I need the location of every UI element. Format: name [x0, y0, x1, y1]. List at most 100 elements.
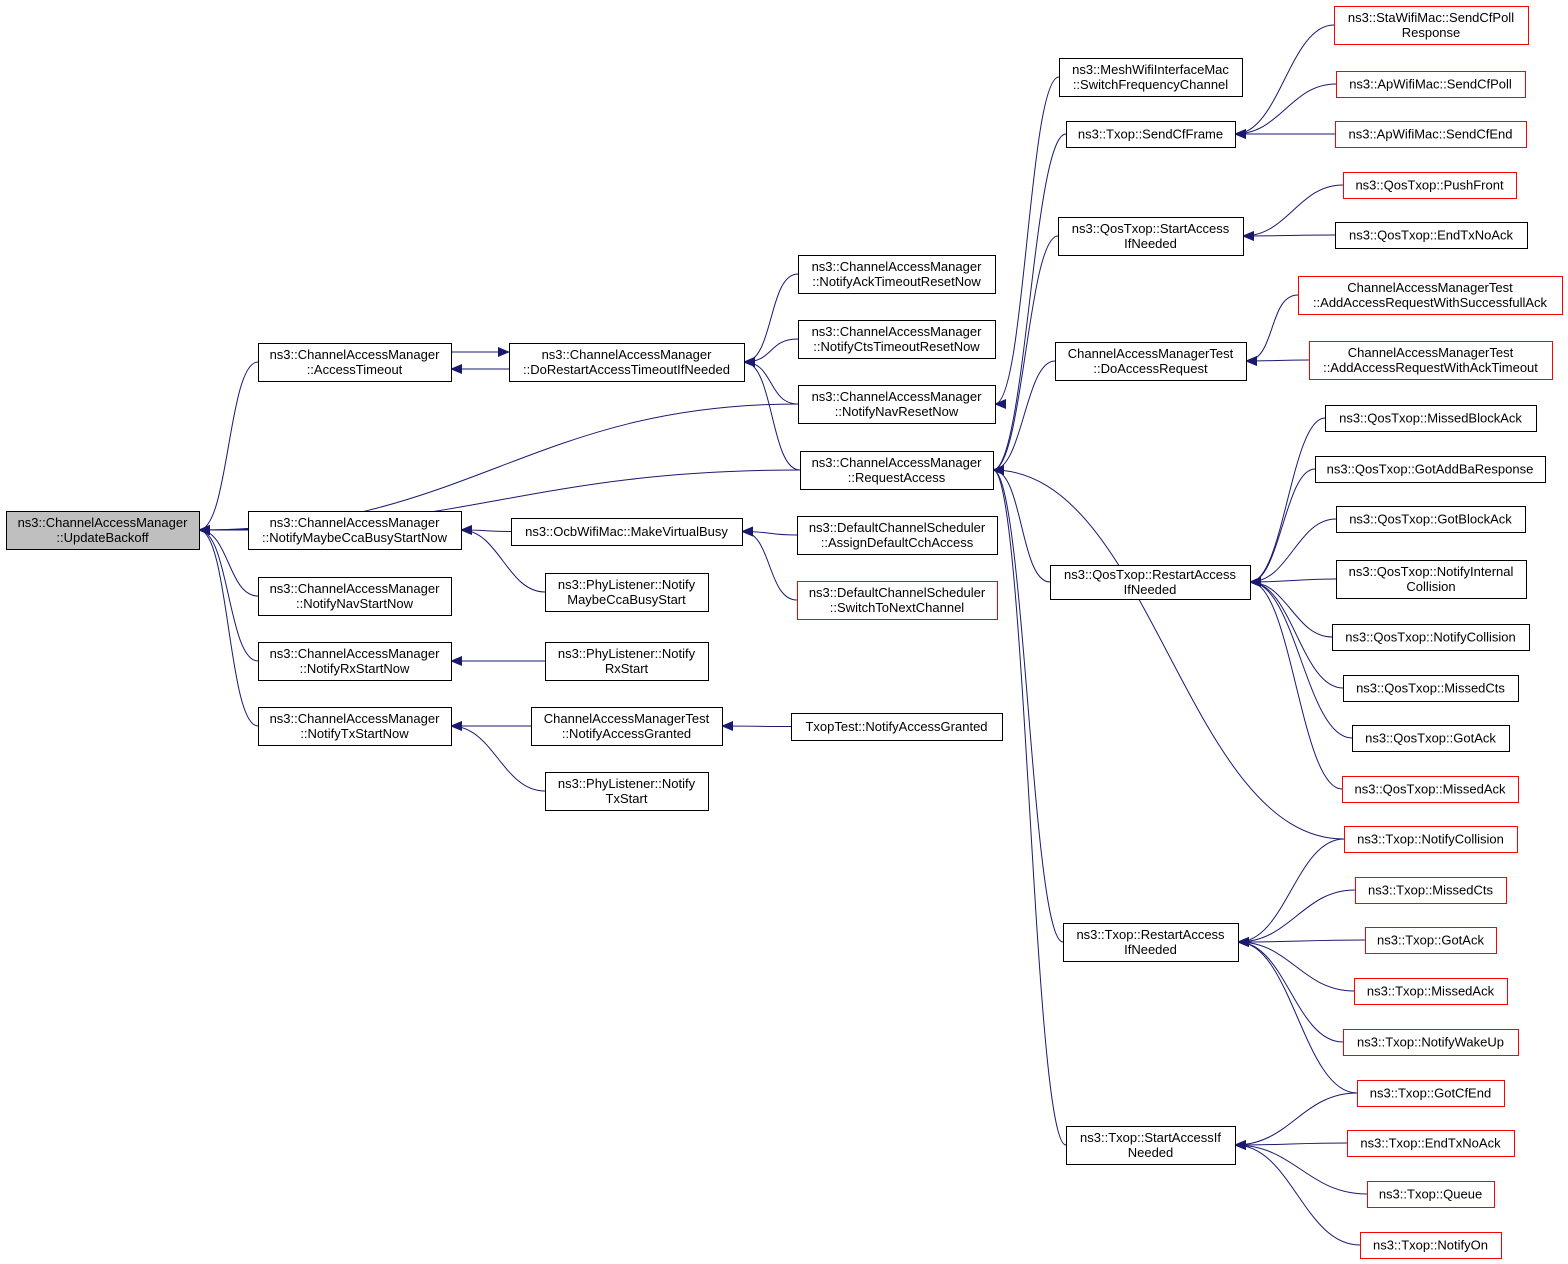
node-box: [6, 511, 200, 550]
node-label: ::DoAccessRequest: [1093, 361, 1208, 376]
node-ack-reset[interactable]: ns3::ChannelAccessManager::NotifyAckTime…: [798, 255, 996, 294]
node-camt-ack-timeout[interactable]: ChannelAccessManagerTest::AddAccessReque…: [1309, 341, 1553, 380]
node-label: ::NotifyTxStartNow: [300, 726, 409, 741]
node-label: IfNeeded: [1124, 236, 1177, 251]
node-label: RxStart: [605, 661, 649, 676]
node-request-access[interactable]: ns3::ChannelAccessManager::RequestAccess: [800, 451, 994, 490]
node-box: [798, 385, 996, 424]
node-phy-tx[interactable]: ns3::PhyListener::NotifyTxStart: [545, 772, 709, 811]
node-box: [1059, 58, 1243, 97]
node-label: ::NotifyMaybeCcaBusyStartNow: [262, 530, 448, 545]
node-label: ns3::Txop::StartAccessIf: [1080, 1130, 1221, 1145]
node-box: [1332, 624, 1530, 651]
nodes-layer: ns3::ChannelAccessManager::UpdateBackoff…: [6, 6, 1563, 1259]
node-txop-test-granted[interactable]: TxopTest::NotifyAccessGranted: [791, 713, 1003, 741]
node-ap-send-cf-poll[interactable]: ns3::ApWifiMac::SendCfPoll: [1336, 71, 1526, 98]
node-qos-push-front[interactable]: ns3::QosTxop::PushFront: [1343, 172, 1517, 199]
node-txop-end-tx-no-ack[interactable]: ns3::Txop::EndTxNoAck: [1347, 1130, 1515, 1157]
node-box: [258, 343, 452, 382]
node-txop-missed-cts[interactable]: ns3::Txop::MissedCts: [1355, 877, 1507, 904]
node-tx-start[interactable]: ns3::ChannelAccessManager::NotifyTxStart…: [258, 707, 452, 746]
node-label: ns3::DefaultChannelScheduler: [809, 520, 986, 535]
edge-qos-got-add-ba-to-qos-restart: [1249, 468, 1316, 587]
node-send-cf-frame[interactable]: ns3::Txop::SendCfFrame: [1066, 121, 1236, 148]
node-ocb-busy[interactable]: ns3::OcbWifiMac::MakeVirtualBusy: [511, 518, 743, 546]
node-label: Collision: [1406, 579, 1455, 594]
node-nav-start[interactable]: ns3::ChannelAccessManager::NotifyNavStar…: [258, 577, 452, 616]
node-qos-missed-ack[interactable]: ns3::QosTxop::MissedAck: [1342, 776, 1519, 803]
node-phy-rx[interactable]: ns3::PhyListener::NotifyRxStart: [545, 642, 709, 681]
node-label: ChannelAccessManagerTest: [544, 711, 710, 726]
node-txop-missed-ack[interactable]: ns3::Txop::MissedAck: [1354, 978, 1508, 1005]
node-assign-cch[interactable]: ns3::DefaultChannelScheduler::AssignDefa…: [797, 516, 998, 555]
node-txop-notify-on[interactable]: ns3::Txop::NotifyOn: [1360, 1232, 1502, 1259]
node-root[interactable]: ns3::ChannelAccessManager::UpdateBackoff: [6, 511, 200, 550]
node-label: ChannelAccessManagerTest: [1347, 280, 1513, 295]
node-access-timeout[interactable]: ns3::ChannelAccessManager::AccessTimeout: [258, 343, 452, 382]
edge-ap-send-cf-poll-to-send-cf-frame: [1234, 83, 1337, 139]
node-qos-got-block-ack[interactable]: ns3::QosTxop::GotBlockAck: [1336, 506, 1526, 533]
node-box: [1344, 826, 1518, 853]
node-box: [798, 255, 996, 294]
edge-ack-reset-to-do-restart: [743, 273, 799, 367]
node-camt-success[interactable]: ChannelAccessManagerTest::AddAccessReque…: [1298, 276, 1563, 315]
node-nav-reset[interactable]: ns3::ChannelAccessManager::NotifyNavRese…: [798, 385, 996, 424]
node-txop-got-cf-end[interactable]: ns3::Txop::GotCfEnd: [1357, 1080, 1505, 1107]
node-label: ns3::ApWifiMac::SendCfEnd: [1348, 127, 1512, 142]
node-label: ns3::ApWifiMac::SendCfPoll: [1349, 77, 1512, 92]
node-box: [1354, 978, 1508, 1005]
edge-qos-start-if-to-request-access: [992, 235, 1059, 475]
node-cts-reset[interactable]: ns3::ChannelAccessManager::NotifyCtsTime…: [798, 320, 996, 359]
node-qos-end-tx-no-ack[interactable]: ns3::QosTxop::EndTxNoAck: [1335, 222, 1528, 249]
node-box: [1336, 71, 1526, 98]
edge-rx-start-to-root: [198, 525, 259, 662]
node-label: ::NotifyRxStartNow: [300, 661, 410, 676]
node-label: ns3::ChannelAccessManager: [812, 324, 982, 339]
edge-txop-end-tx-no-ack-to-txop-start-if: [1234, 1139, 1348, 1150]
node-qos-missed-cts[interactable]: ns3::QosTxop::MissedCts: [1343, 675, 1519, 702]
node-label: MaybeCcaBusyStart: [567, 592, 686, 607]
node-label: ChannelAccessManagerTest: [1068, 346, 1234, 361]
edge-txop-got-ack-to-txop-restart: [1237, 936, 1366, 947]
node-qos-got-add-ba[interactable]: ns3::QosTxop::GotAddBaResponse: [1315, 456, 1546, 483]
node-box: [1347, 1130, 1515, 1157]
node-label: ::NotifyAckTimeoutResetNow: [812, 274, 981, 289]
node-ap-send-cf-end[interactable]: ns3::ApWifiMac::SendCfEnd: [1335, 121, 1527, 148]
node-camt-do-access[interactable]: ChannelAccessManagerTest::DoAccessReques…: [1055, 342, 1247, 381]
node-maybe-cca[interactable]: ns3::ChannelAccessManager::NotifyMaybeCc…: [248, 511, 462, 550]
node-txop-notify-collision[interactable]: ns3::Txop::NotifyCollision: [1344, 826, 1518, 853]
node-switch-next[interactable]: ns3::DefaultChannelScheduler::SwitchToNe…: [797, 581, 998, 620]
node-txop-queue[interactable]: ns3::Txop::Queue: [1367, 1181, 1495, 1208]
node-txop-got-ack[interactable]: ns3::Txop::GotAck: [1365, 927, 1497, 954]
node-label: Needed: [1128, 1145, 1174, 1160]
node-phy-cca[interactable]: ns3::PhyListener::NotifyMaybeCcaBusyStar…: [545, 573, 709, 612]
edge-txop-got-cf-end-to-txop-restart: [1237, 937, 1358, 1094]
node-label: ns3::Txop::NotifyWakeUp: [1357, 1035, 1504, 1050]
edge-txop-missed-ack-to-txop-restart: [1237, 937, 1355, 992]
node-camt-granted[interactable]: ChannelAccessManagerTest::NotifyAccessGr…: [531, 707, 723, 746]
node-qos-got-ack[interactable]: ns3::QosTxop::GotAck: [1352, 725, 1510, 752]
node-box: [545, 642, 709, 681]
node-rx-start[interactable]: ns3::ChannelAccessManager::NotifyRxStart…: [258, 642, 452, 681]
node-txop-notify-wake-up[interactable]: ns3::Txop::NotifyWakeUp: [1343, 1029, 1519, 1056]
node-box: [1050, 565, 1251, 600]
node-label: ns3::QosTxop::PushFront: [1355, 178, 1504, 193]
node-mesh-switch[interactable]: ns3::MeshWifiInterfaceMac::SwitchFrequen…: [1059, 58, 1243, 97]
node-label: ns3::ChannelAccessManager: [270, 581, 440, 596]
node-do-restart[interactable]: ns3::ChannelAccessManager::DoRestartAcce…: [509, 343, 745, 382]
node-box: [1309, 341, 1553, 380]
node-label: ns3::ChannelAccessManager: [812, 259, 982, 274]
node-qos-notify-collision[interactable]: ns3::QosTxop::NotifyCollision: [1332, 624, 1530, 651]
node-box: [1334, 6, 1529, 45]
node-label: ns3::QosTxop::MissedBlockAck: [1339, 411, 1522, 426]
node-qos-missed-block-ack[interactable]: ns3::QosTxop::MissedBlockAck: [1325, 405, 1537, 432]
node-label: ns3::ChannelAccessManager: [270, 347, 440, 362]
edge-send-cf-frame-to-request-access: [992, 133, 1067, 475]
